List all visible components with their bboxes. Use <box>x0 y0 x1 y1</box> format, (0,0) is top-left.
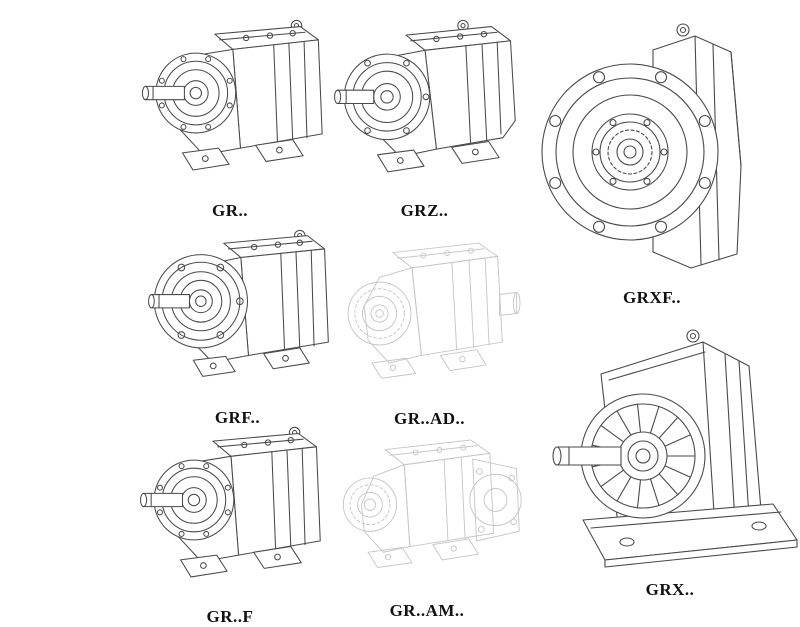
figure-grx: GRX.. <box>535 314 800 600</box>
figure-grf: GRF.. <box>140 228 335 428</box>
figure-gr: GR.. <box>135 18 325 221</box>
gearbox-drawing-grxf <box>540 23 742 269</box>
gearbox-drawing-gr-ad <box>347 242 520 379</box>
catalog-page: GR.. GRZ.. <box>135 16 800 626</box>
figure-label-gr-ad: GR..AD.. <box>393 408 466 428</box>
gearbox-drawing-grf <box>148 229 329 377</box>
figure-gr-ad: GR..AD.. <box>327 224 532 429</box>
figure-grxf: GRXF.. <box>532 16 772 308</box>
figure-grz: GRZ.. <box>327 18 522 221</box>
figure-label-grf: GRF.. <box>214 407 261 427</box>
figure-label-grx: GRX.. <box>645 580 695 599</box>
figure-label-grxf: GRXF.. <box>622 288 682 307</box>
gearbox-drawing-gr-am <box>342 439 522 568</box>
figure-gr-am: GR..AM.. <box>327 421 527 621</box>
gearbox-drawing-grz <box>333 19 516 173</box>
figure-gr-f: GR..F <box>135 424 325 627</box>
figure-label-gr-f: GR..F <box>206 606 254 626</box>
figure-label-gr-am: GR..AM.. <box>389 600 465 620</box>
figure-label-gr: GR.. <box>212 200 248 220</box>
gearbox-drawing-gr-f <box>139 426 321 578</box>
gearbox-drawing-gr <box>141 19 323 171</box>
figure-label-grz: GRZ.. <box>400 200 449 220</box>
gearbox-drawing-grx <box>552 329 798 568</box>
